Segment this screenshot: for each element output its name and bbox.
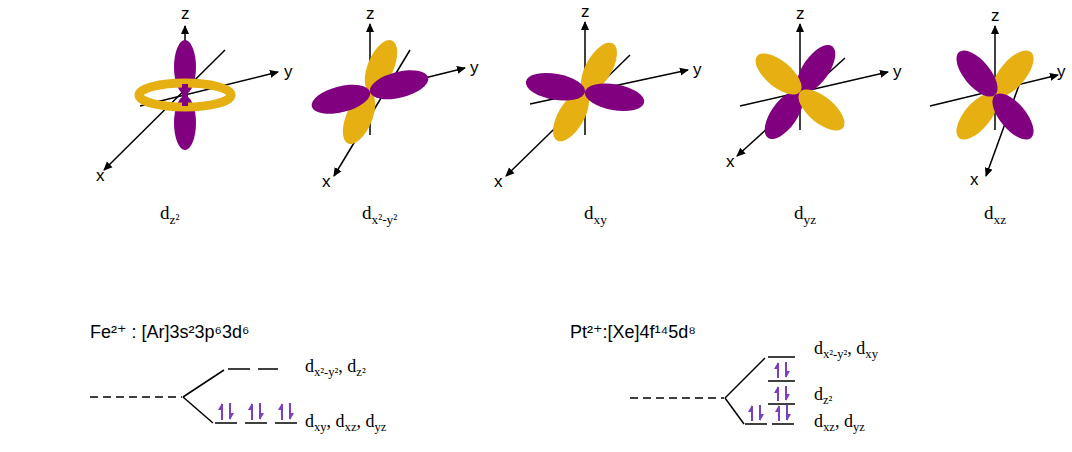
orbital-name: dyz bbox=[794, 202, 816, 224]
axis-label: x bbox=[494, 172, 503, 192]
axis-label: z bbox=[796, 4, 805, 24]
axis-label: y bbox=[470, 58, 479, 78]
axis-label: x bbox=[96, 166, 105, 186]
axis-label: y bbox=[693, 60, 702, 80]
axis-label: z bbox=[991, 6, 1000, 26]
electron-arrows bbox=[752, 362, 787, 421]
orbital-name: dxy bbox=[584, 202, 607, 224]
electron-arrows bbox=[222, 403, 290, 420]
axis-label: y bbox=[284, 62, 293, 82]
orbital-name: dx²-y² bbox=[362, 202, 397, 224]
axis-label: y bbox=[1057, 62, 1066, 82]
energy-level-label: dxy, dxz, dyz bbox=[305, 411, 386, 432]
energy-level-label: dz² bbox=[814, 384, 832, 405]
dx2-y2-orbital bbox=[309, 24, 465, 176]
axis-label: z bbox=[581, 2, 590, 22]
orbital-name: dz² bbox=[160, 202, 179, 224]
orbital-name: dxz bbox=[984, 202, 1006, 224]
axis-label: z bbox=[366, 4, 375, 24]
pt-splitting-diagram bbox=[630, 357, 795, 424]
axis-label: z bbox=[181, 4, 190, 24]
dxz-orbital bbox=[930, 26, 1058, 176]
axis-label: y bbox=[893, 62, 902, 82]
energy-level-label: dxz, dyz bbox=[814, 411, 865, 432]
dz2-orbital bbox=[104, 26, 278, 170]
axis-label: x bbox=[726, 152, 735, 172]
energy-level-label: dx²-y², dxy bbox=[814, 338, 886, 359]
energy-level-label: dx²-y², dz² bbox=[305, 356, 366, 377]
electron-configuration: Fe²⁺ : [Ar]3s²3p⁶3d⁶ bbox=[90, 322, 249, 343]
electron-configuration: Pt²⁺:[Xe]4f¹⁴5d⁸ bbox=[570, 322, 696, 343]
dyz-orbital bbox=[737, 24, 888, 156]
axis-label: x bbox=[322, 172, 331, 192]
dxy-orbital bbox=[506, 22, 688, 176]
fe-splitting-diagram bbox=[90, 369, 297, 423]
axis-label: x bbox=[970, 170, 979, 190]
